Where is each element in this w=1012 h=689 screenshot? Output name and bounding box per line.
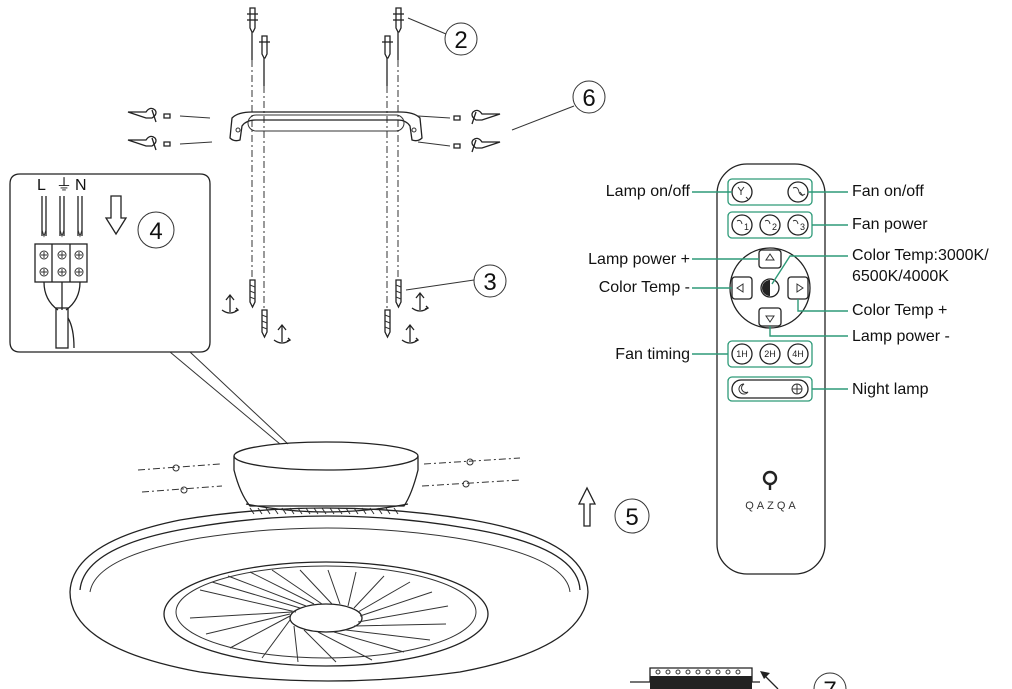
svg-text:3: 3 (800, 222, 805, 232)
ground-icon: ⏚ (56, 176, 72, 194)
fan-blade-icon (189, 569, 449, 663)
svg-text:1: 1 (744, 222, 749, 232)
label-color-temp-minus: Color Temp - (599, 279, 690, 296)
night-lamp-button[interactable] (731, 379, 809, 399)
brand-name: QAZQA (745, 500, 799, 512)
svg-text:2H: 2H (764, 349, 776, 359)
svg-text:2: 2 (772, 222, 777, 232)
mounting-assembly: 2 6 (127, 7, 606, 344)
label-fan-on-off: Fan on/off (852, 183, 924, 200)
fan-speed-2-button[interactable]: 2 (759, 214, 781, 236)
svg-text:1H: 1H (736, 349, 748, 359)
mounting-bracket (229, 111, 423, 142)
label-color-temp-line1: Color Temp:3000K/ (852, 247, 989, 264)
color-temp-cycle-button[interactable] (760, 278, 780, 298)
step-number-6: 6 (582, 85, 595, 112)
brand-logo: QAZQA (745, 470, 799, 512)
wall-plug-icon (247, 7, 258, 60)
next-step-preview: 7 (630, 667, 847, 689)
ceiling-fan: 5 (69, 441, 650, 682)
step-number-2: 2 (454, 27, 467, 54)
color-temp-up-button[interactable] (787, 276, 809, 300)
label-color-temp-line2: 6500K/4000K (852, 268, 949, 285)
down-arrow-icon (104, 195, 128, 236)
lamp-brightness-up-button[interactable] (758, 249, 782, 269)
terminal-label-N: N (75, 177, 87, 194)
wall-plug-icon (393, 7, 404, 60)
label-fan-timing: Fan timing (615, 346, 690, 363)
step-number-4: 4 (149, 218, 162, 245)
rotate-arrow-icon (411, 291, 430, 312)
label-night-lamp: Night lamp (852, 381, 929, 398)
step-number-5: 5 (625, 504, 638, 531)
fan-speed-1-button[interactable]: 1 (731, 214, 753, 236)
fan-speed-3-button[interactable]: 3 (787, 214, 809, 236)
screw-icon (384, 309, 391, 339)
screw-icon (249, 279, 256, 309)
side-screw-icon (417, 109, 501, 125)
remote-control: 1 2 3 (588, 163, 989, 575)
label-color-temp-plus: Color Temp + (852, 302, 947, 319)
wiring-detail: L ⏚ N 4 (9, 173, 289, 445)
label-lamp-on-off: Lamp on/off (606, 183, 691, 200)
screw-icon (395, 279, 402, 309)
up-arrow-icon (577, 486, 597, 527)
label-lamp-power-plus: Lamp power + (588, 251, 690, 268)
side-screw-icon (127, 135, 213, 151)
svg-text:4H: 4H (792, 349, 804, 359)
wall-plug-icon (382, 35, 393, 86)
side-screw-icon (417, 137, 501, 153)
lamp-brightness-down-button[interactable] (758, 307, 782, 327)
side-screw-icon (127, 107, 211, 123)
timer-2h-button[interactable]: 2H (759, 343, 781, 365)
rotate-arrow-icon (221, 293, 240, 314)
screw-icon (261, 309, 268, 339)
timer-1h-button[interactable]: 1H (731, 343, 753, 365)
label-lamp-power-minus: Lamp power - (852, 328, 950, 345)
timer-4h-button[interactable]: 4H (787, 343, 809, 365)
rotate-arrow-icon (273, 323, 292, 344)
rotate-arrow-icon (401, 323, 420, 344)
arrow-icon (760, 671, 779, 689)
step-number-7: 7 (823, 677, 836, 689)
label-fan-power: Fan power (852, 216, 928, 233)
color-temp-down-button[interactable] (731, 276, 753, 300)
step-number-3: 3 (483, 269, 496, 296)
wall-plug-icon (259, 35, 270, 86)
terminal-label-L: L (37, 177, 46, 194)
